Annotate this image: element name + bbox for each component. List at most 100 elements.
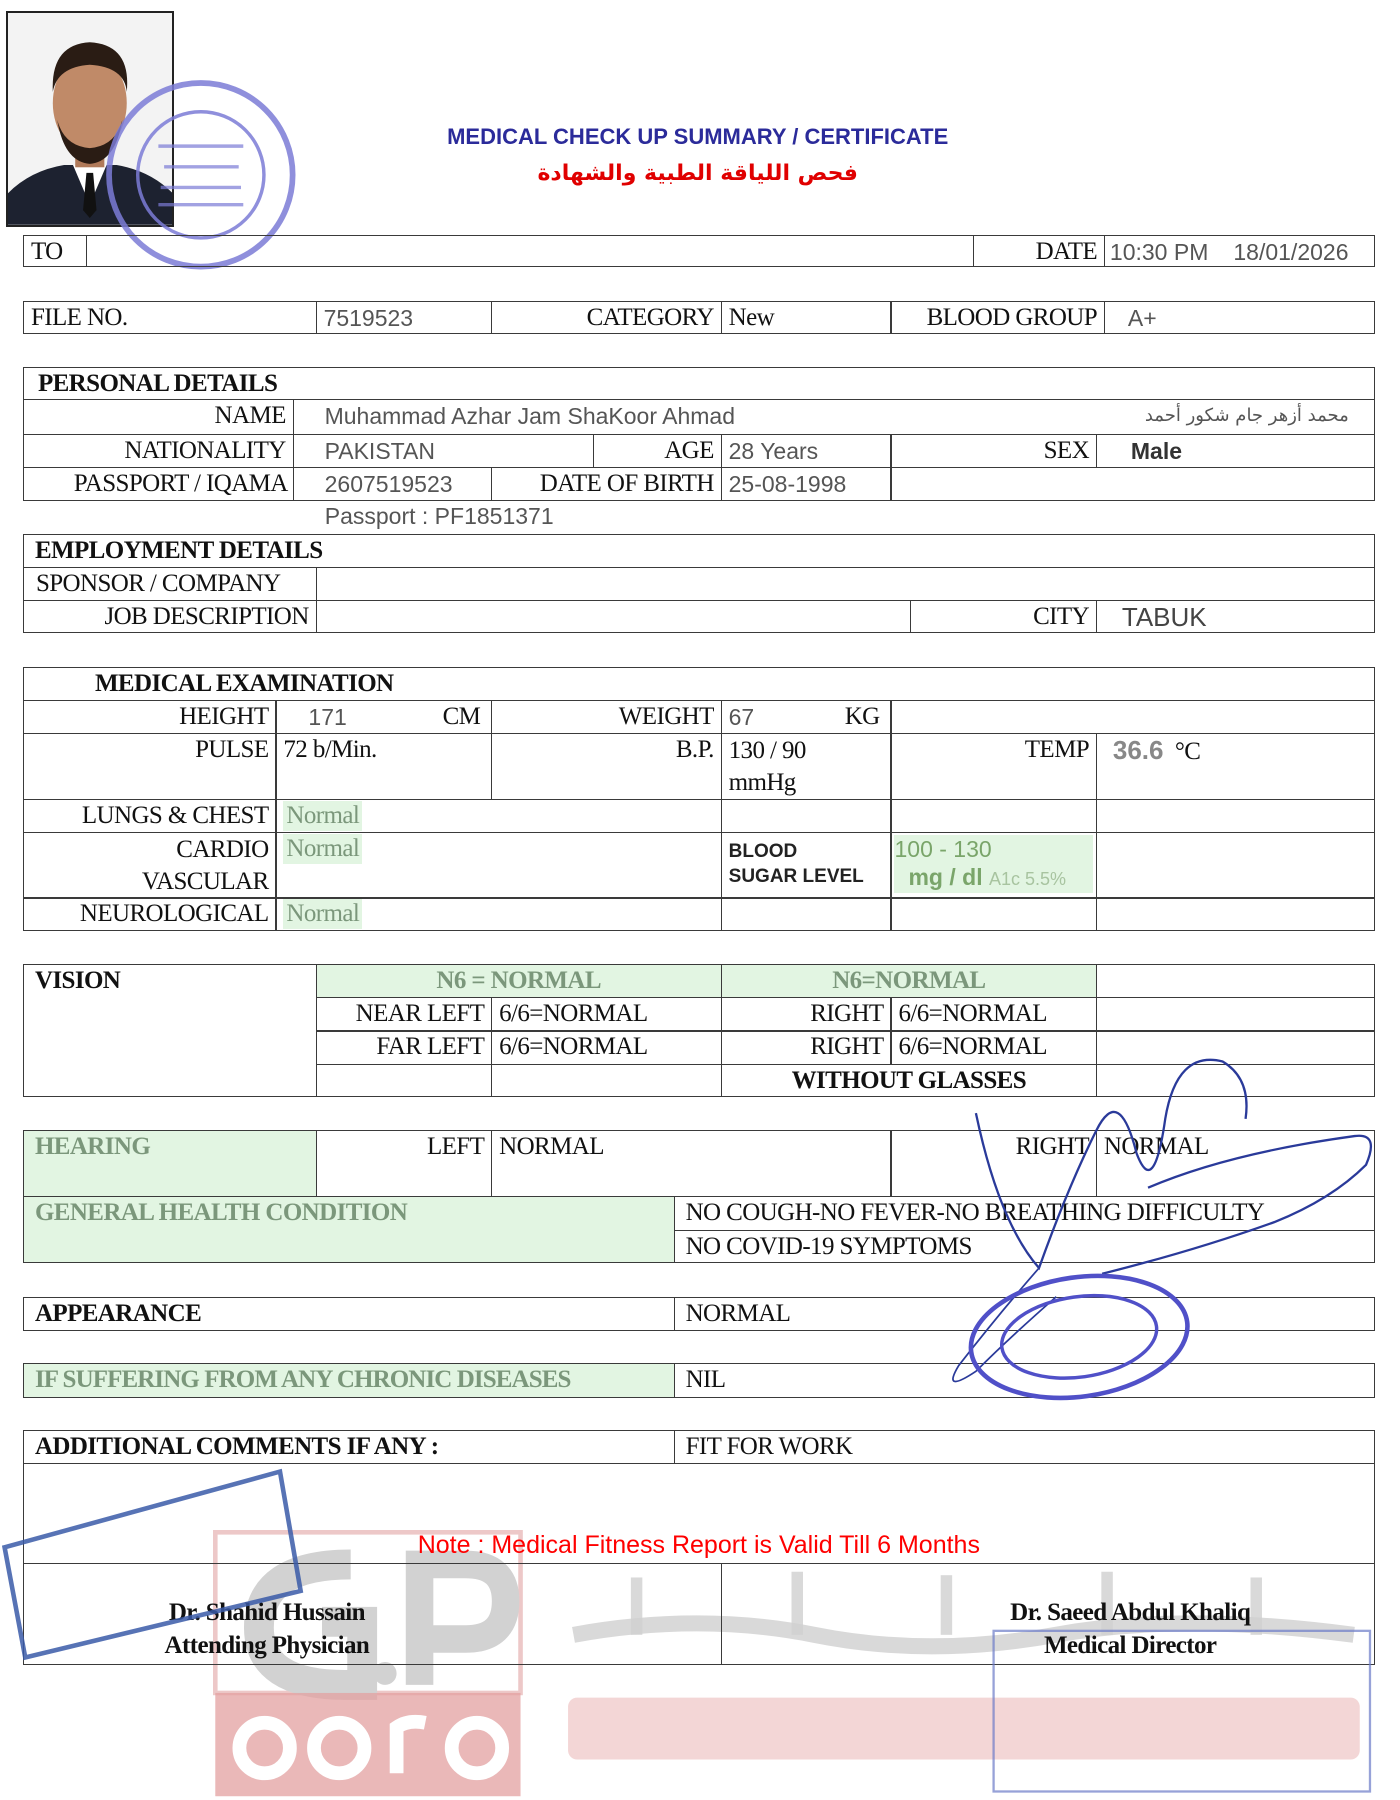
neuro-label: NEUROLOGICAL bbox=[22, 897, 277, 931]
job-label: JOB DESCRIPTION bbox=[22, 600, 317, 634]
empty-cell bbox=[720, 897, 892, 931]
weight-value: 67 KG bbox=[720, 700, 892, 735]
cardio-value: Normal bbox=[275, 831, 722, 899]
name-english: Muhammad Azhar Jam ShaKoor Ahmad bbox=[324, 403, 735, 430]
personal-details-heading: PERSONAL DETAILS bbox=[22, 367, 1375, 401]
sugar-label-1: BLOOD bbox=[728, 840, 798, 862]
bp-label: B.P. bbox=[491, 733, 722, 800]
cardio-label-2: VASCULAR bbox=[141, 867, 269, 895]
neuro-normal: Normal bbox=[283, 899, 363, 930]
height-row-empty bbox=[890, 700, 1375, 735]
physician-name: Dr. Shahid Hussain bbox=[168, 1598, 366, 1626]
empty-cell bbox=[1095, 997, 1375, 1032]
job-value bbox=[315, 600, 912, 634]
blood-group-value: A+ bbox=[1103, 300, 1375, 334]
bp-number: 130 / 90 bbox=[728, 737, 807, 765]
cardio-label-1: CARDIO bbox=[176, 835, 269, 863]
validity-note: Note : Medical Fitness Report is Valid T… bbox=[417, 1530, 980, 1559]
director-title: Medical Director bbox=[1043, 1631, 1217, 1659]
nationality-value: PAKISTAN bbox=[292, 433, 595, 469]
certificate-title-arabic: فحص اللياقة الطبية والشهادة bbox=[537, 160, 858, 186]
height-unit: CM bbox=[442, 703, 481, 730]
sugar-range: 100 - 130 bbox=[894, 835, 992, 862]
category-label: CATEGORY bbox=[491, 300, 722, 334]
to-field bbox=[86, 235, 975, 268]
chronic-diseases-heading: IF SUFFERING FROM ANY CHRONIC DISEASES bbox=[22, 1363, 675, 1398]
general-health-line1: NO COUGH-NO FEVER-NO BREATHING DIFFICULT… bbox=[673, 1195, 1375, 1232]
date-text: 18/01/2026 bbox=[1233, 239, 1349, 266]
physician-title: Attending Physician bbox=[164, 1631, 370, 1659]
temp-value: 36.6 °C bbox=[1095, 733, 1375, 800]
gulf-care-watermark bbox=[568, 1697, 1360, 1760]
general-health-line2: NO COVID-19 SYMPTOMS bbox=[673, 1230, 1375, 1264]
city-label: CITY bbox=[910, 600, 1098, 634]
certificate-title: MEDICAL CHECK UP SUMMARY / CERTIFICATE bbox=[447, 123, 949, 149]
sex-label: SEX bbox=[890, 433, 1098, 469]
blood-sugar-label: BLOOD SUGAR LEVEL bbox=[720, 831, 892, 899]
iqama-value: 2607519523 bbox=[292, 467, 493, 502]
sponsor-label: SPONSOR / COMPANY bbox=[22, 566, 317, 602]
temp-number: 36.6 bbox=[1112, 735, 1164, 766]
hearing-heading: HEARING bbox=[22, 1130, 317, 1197]
temp-label: TEMP bbox=[890, 733, 1098, 800]
general-health-heading: GENERAL HEALTH CONDITION bbox=[22, 1195, 675, 1264]
pulse-value: 72 b/Min. bbox=[275, 733, 493, 800]
comments-heading: ADDITIONAL COMMENTS IF ANY : bbox=[22, 1429, 675, 1465]
date-value: 10:30 PM 18/01/2026 bbox=[1103, 235, 1375, 268]
hearing-left-label: LEFT bbox=[315, 1130, 493, 1197]
lungs-value: Normal bbox=[275, 798, 722, 834]
passport-iqama-label: PASSPORT / IQAMA bbox=[22, 467, 294, 502]
far-right-label: RIGHT bbox=[720, 1030, 892, 1065]
time-value: 10:30 PM bbox=[1109, 239, 1209, 266]
comments-value: FIT FOR WORK bbox=[673, 1429, 1375, 1465]
vision-n6-right: N6=NORMAL bbox=[720, 963, 1098, 999]
a1c-value: A1c 5.5% bbox=[989, 868, 1067, 889]
sugar-unit: mg / dl bbox=[908, 863, 983, 890]
empty-cell bbox=[1095, 963, 1375, 999]
empty-cell bbox=[890, 798, 1098, 834]
hearing-left-value: NORMAL bbox=[491, 1130, 892, 1197]
file-no-label: FILE NO. bbox=[22, 300, 317, 334]
cardio-label: CARDIO VASCULAR bbox=[22, 831, 277, 899]
to-label: TO bbox=[22, 235, 88, 268]
applicant-photo bbox=[5, 11, 175, 228]
blood-sugar-value: 100 - 130 mg / dl A1c 5.5% bbox=[890, 831, 1098, 899]
chronic-diseases-value: NIL bbox=[673, 1363, 1375, 1398]
near-right-value: 6/6=NORMAL bbox=[890, 997, 1098, 1032]
sugar-label-2: SUGAR LEVEL bbox=[728, 865, 864, 887]
vision-n6-left: N6 = NORMAL bbox=[315, 963, 722, 999]
nationality-label: NATIONALITY bbox=[22, 433, 294, 469]
height-number: 171 bbox=[308, 704, 347, 730]
empty-cell bbox=[315, 1063, 493, 1098]
empty-cell bbox=[1095, 1030, 1375, 1065]
cardio-normal: Normal bbox=[283, 833, 363, 864]
lungs-label: LUNGS & CHEST bbox=[22, 798, 277, 834]
empty-cell bbox=[1095, 897, 1375, 931]
empty-cell bbox=[1095, 1063, 1375, 1098]
date-label: DATE bbox=[973, 235, 1106, 268]
empty-cell bbox=[491, 1063, 722, 1098]
height-value: 171 CM bbox=[275, 700, 493, 735]
age-value: 28 Years bbox=[720, 433, 892, 469]
age-label: AGE bbox=[593, 433, 722, 469]
empty-cell bbox=[1095, 831, 1375, 899]
weight-number: 67 bbox=[728, 704, 755, 730]
passport-row-empty bbox=[890, 467, 1375, 502]
name-label: NAME bbox=[22, 399, 294, 435]
near-left-value: 6/6=NORMAL bbox=[491, 997, 722, 1032]
sponsor-value bbox=[315, 566, 1375, 602]
empty-cell bbox=[1095, 798, 1375, 834]
appearance-heading: APPEARANCE bbox=[22, 1296, 675, 1332]
height-label: HEIGHT bbox=[22, 700, 277, 735]
name-arabic: محمد أزهر جام شكور أحمد bbox=[1144, 405, 1349, 427]
weight-unit: KG bbox=[844, 703, 881, 730]
bp-unit: mmHg bbox=[728, 769, 797, 797]
near-left-label: NEAR LEFT bbox=[315, 997, 493, 1032]
city-value: TABUK bbox=[1095, 600, 1375, 634]
dob-value: 25-08-1998 bbox=[720, 467, 892, 502]
name-value: Muhammad Azhar Jam ShaKoor Ahmad محمد أزه… bbox=[292, 399, 1375, 435]
medical-examination-heading: MEDICAL EXAMINATION bbox=[22, 666, 1375, 702]
dob-label: DATE OF BIRTH bbox=[491, 467, 722, 502]
